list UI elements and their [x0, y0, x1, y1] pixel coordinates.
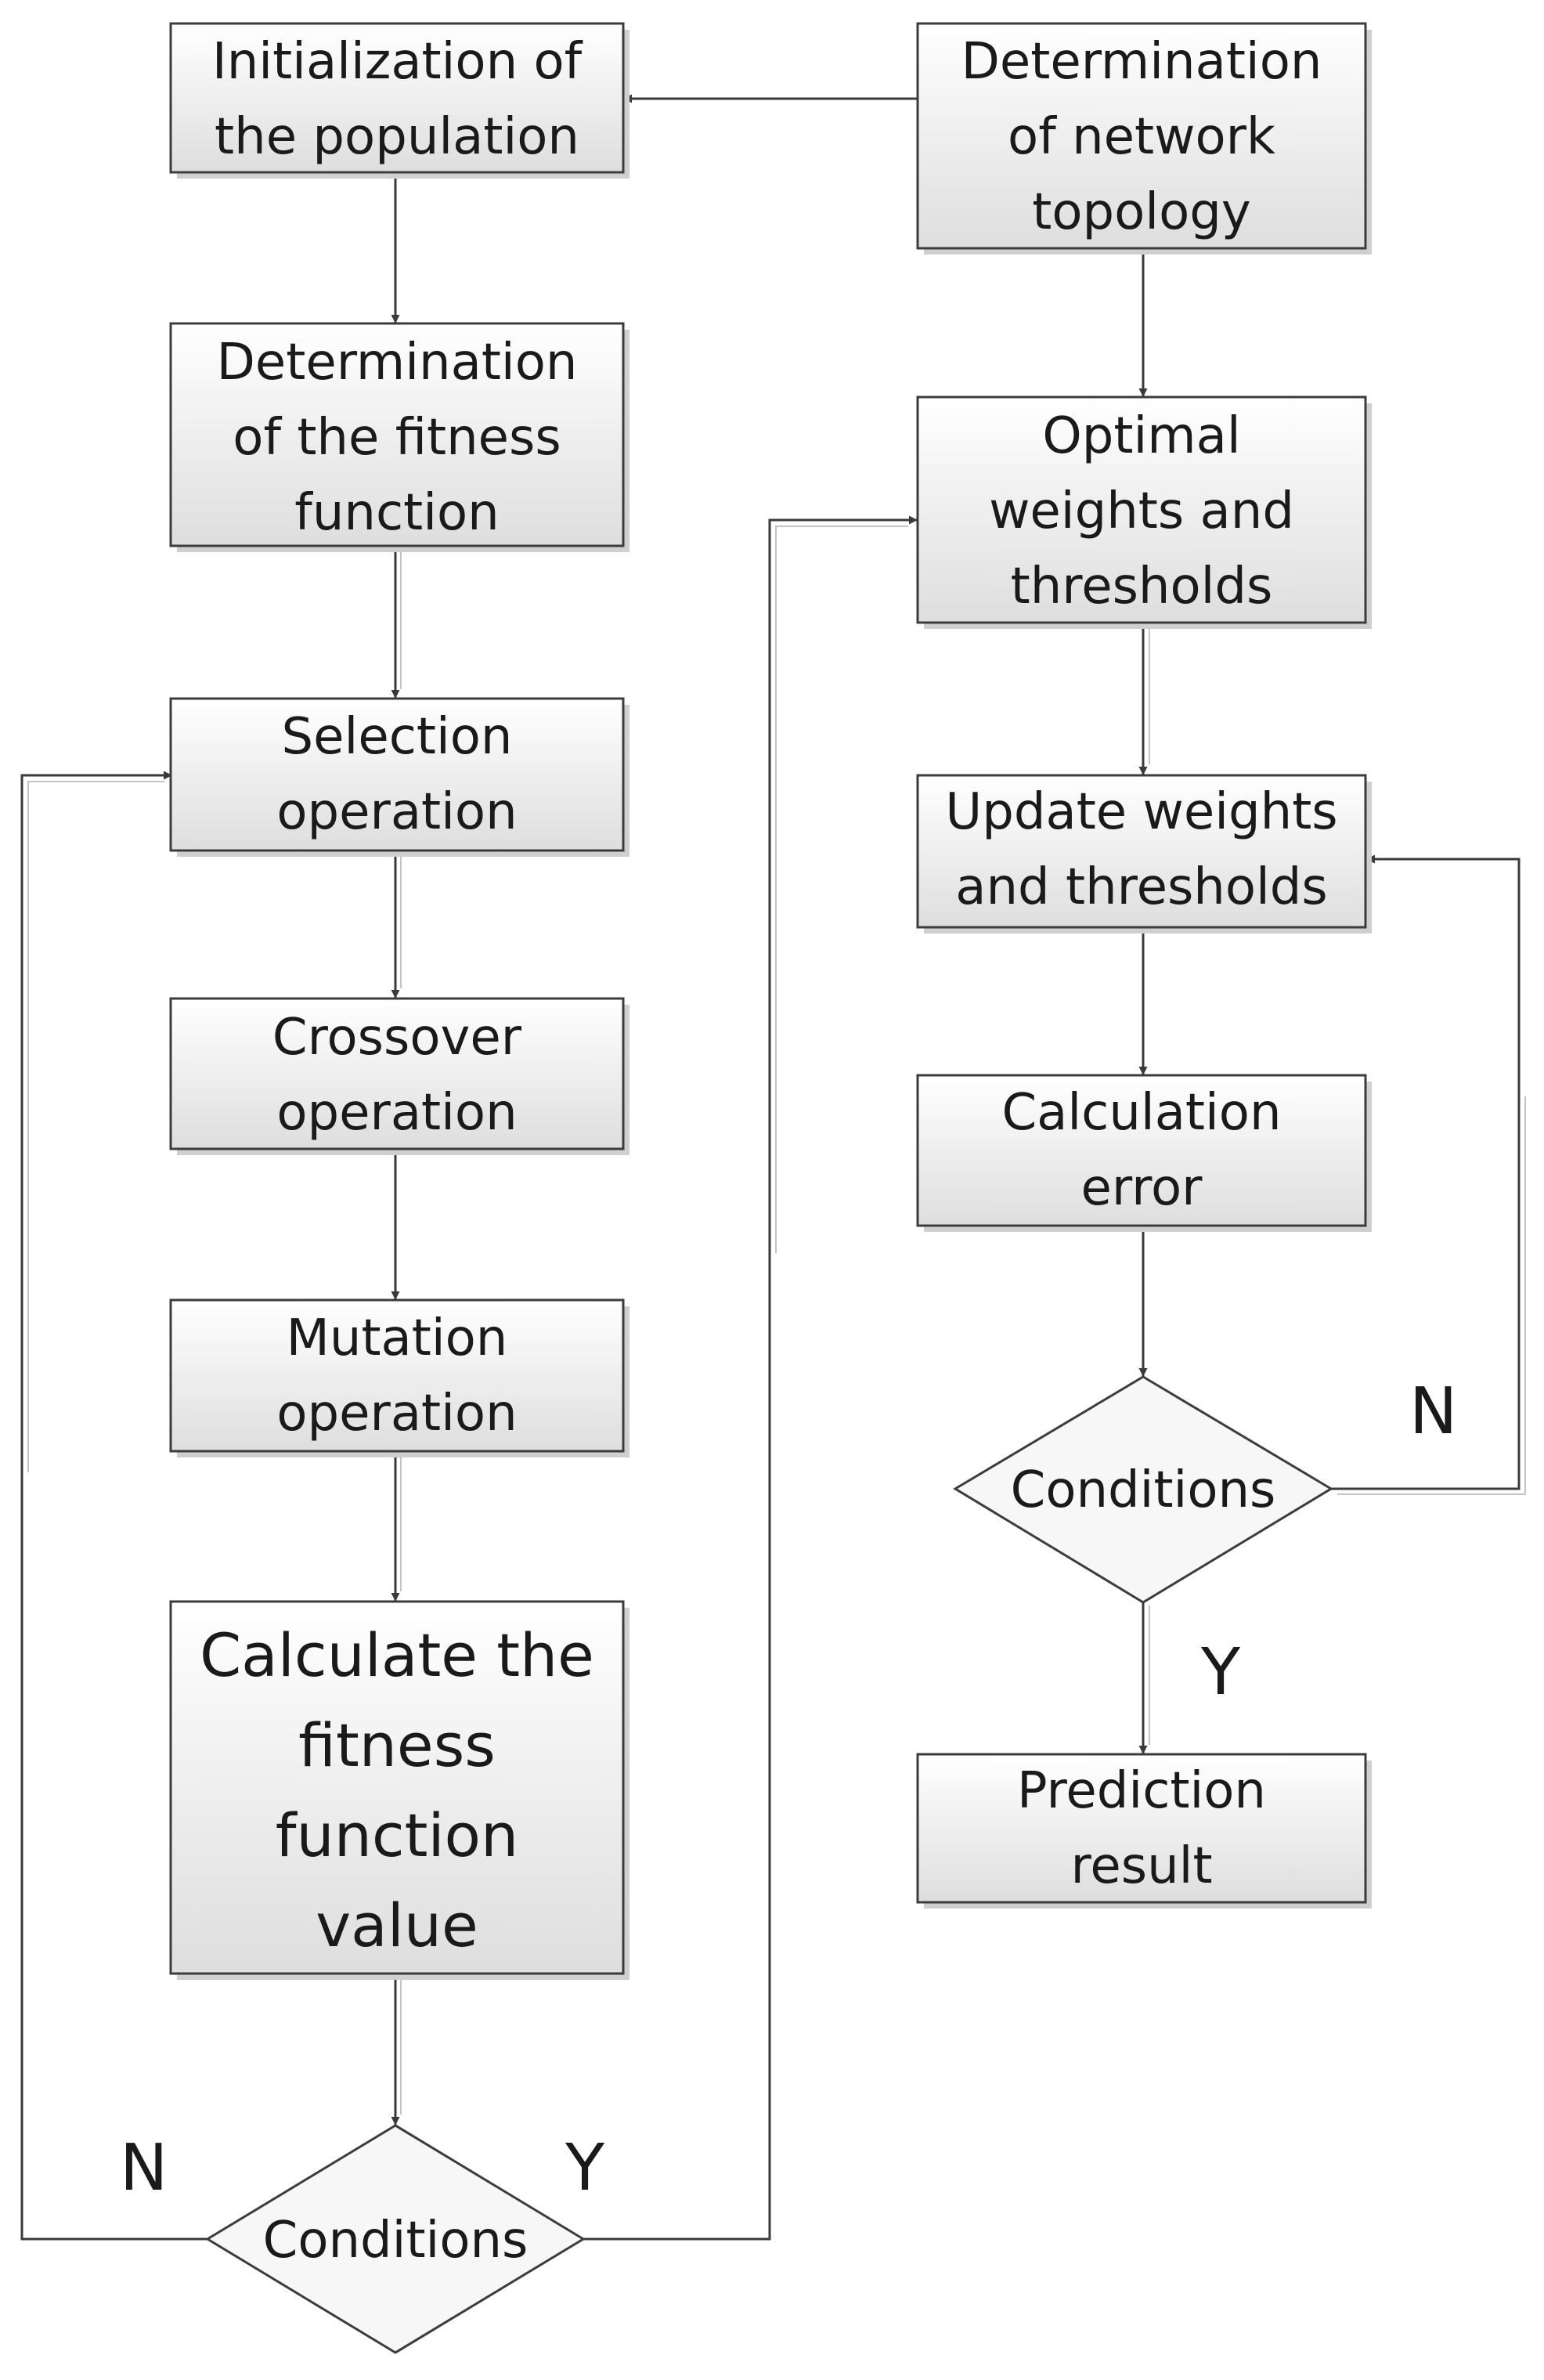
box-label-line: Calculate the	[200, 1620, 594, 1690]
box-label-line: result	[1070, 1837, 1212, 1895]
box-label-line: Initialization of	[212, 33, 583, 91]
box-frame	[169, 1600, 625, 1975]
box-label-line: function	[276, 1800, 518, 1870]
box-label-line: topology	[1032, 183, 1250, 241]
process-box-mutation: Mutation operation	[169, 1298, 630, 1457]
process-box-selection: Selection operation	[169, 697, 630, 857]
box-label-line: error	[1081, 1159, 1203, 1217]
edge-rconditions-no-to-update	[1331, 854, 1521, 1490]
diamond-shape	[953, 1375, 1333, 1604]
box-frame	[916, 22, 1367, 250]
box-label-line: Calculation	[1001, 1084, 1281, 1142]
box-frame	[916, 1753, 1367, 1904]
box-frame	[916, 395, 1367, 624]
edge-label-yes-right: Y	[1200, 1635, 1241, 1710]
box-label-line: operation	[276, 1385, 517, 1443]
edge-conditions-yes-to-optimal	[583, 515, 918, 2241]
box-label-line: Optimal	[1042, 407, 1240, 465]
edge-label-yes-left: Y	[565, 2131, 605, 2205]
process-box-calculation-error: Calculation error	[916, 1074, 1372, 1232]
decision-diamond-left: Conditions	[205, 2124, 586, 2354]
box-label-line: Determination	[961, 33, 1322, 91]
box-frame	[169, 322, 625, 547]
box-frame	[169, 997, 625, 1150]
box-label-line: Prediction	[1017, 1762, 1266, 1820]
diamond-shape	[205, 2124, 586, 2354]
box-label-line: of network	[1008, 108, 1275, 166]
box-label-line: function	[294, 484, 499, 542]
box-label-line: Mutation	[287, 1309, 508, 1367]
box-frame	[169, 1298, 625, 1453]
box-frame	[916, 1074, 1367, 1227]
edge-label-no-left: N	[120, 2131, 168, 2205]
process-box-optimal-weights: Optimal weights and thresholds	[916, 395, 1372, 629]
process-box-prediction-result: Prediction result	[916, 1753, 1372, 1909]
box-label-line: the population	[215, 108, 579, 166]
box-label-line: thresholds	[1011, 558, 1273, 616]
edge-ghost	[1337, 1096, 1526, 1495]
process-box-calculate-fitness: Calculate the fitness function value	[169, 1600, 630, 1980]
process-box-network-topology: Determination of network topology	[916, 22, 1372, 255]
box-label-line: and thresholds	[955, 858, 1328, 916]
decision-diamond-right: Conditions	[953, 1375, 1333, 1604]
box-label-line: Update weights	[945, 783, 1337, 841]
diamond-label: Conditions	[263, 2212, 528, 2270]
box-label-line: fitness	[298, 1710, 496, 1780]
edge-conditions-no-to-selection	[20, 771, 207, 2241]
diamond-label: Conditions	[1011, 1461, 1276, 1519]
edge-ghost	[27, 781, 164, 1472]
process-box-init-population: Initialization of the population	[169, 22, 630, 179]
box-label-line: value	[316, 1891, 478, 1960]
box-label-line: Crossover	[272, 1009, 522, 1067]
edge-ghost	[775, 525, 908, 1253]
process-box-crossover: Crossover operation	[169, 997, 630, 1155]
box-frame	[916, 774, 1367, 929]
box-label-line: Selection	[282, 708, 513, 766]
box-frame	[169, 697, 625, 852]
box-frame	[169, 22, 625, 174]
process-box-update-weights: Update weights and thresholds	[916, 774, 1372, 934]
box-label-line: weights and	[989, 482, 1294, 540]
box-label-line: of the fitness	[233, 409, 561, 467]
box-label-line: Determination	[217, 334, 578, 392]
box-label-line: operation	[276, 1084, 517, 1142]
edge-label-no-right: N	[1409, 1374, 1457, 1449]
process-box-fitness-function: Determination of the fitness function	[169, 322, 630, 552]
box-label-line: operation	[276, 783, 517, 841]
edges	[20, 94, 1526, 2241]
